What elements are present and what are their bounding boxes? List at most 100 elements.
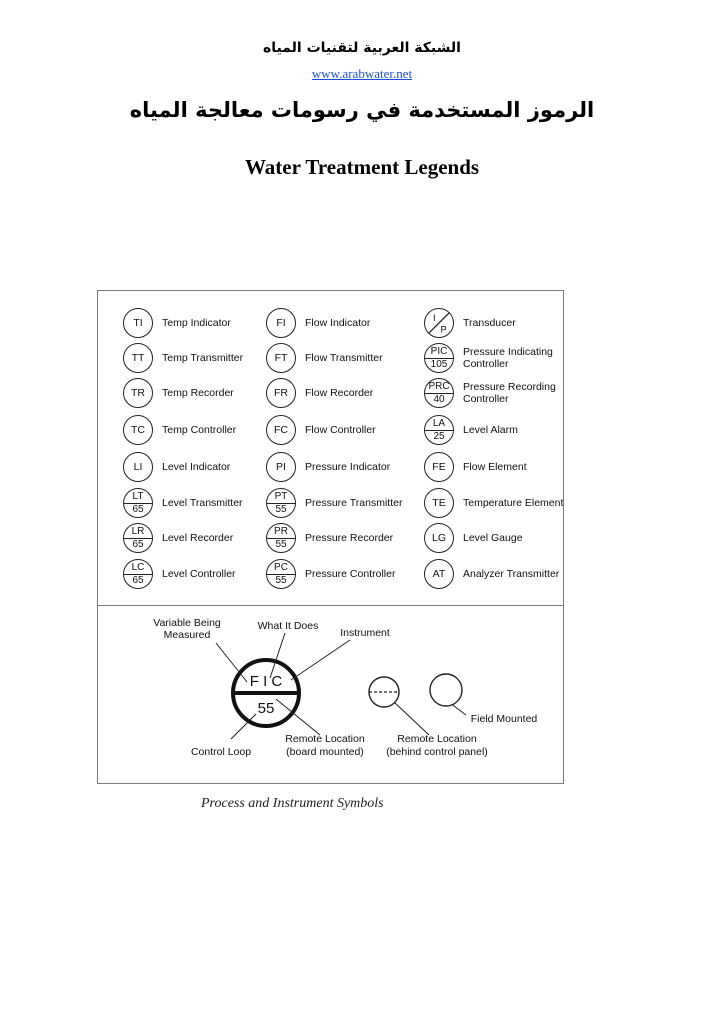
instrument-symbol: PC 55 bbox=[266, 559, 296, 589]
instrument-symbol: PI bbox=[266, 452, 296, 482]
symbol-code: FR bbox=[274, 387, 288, 399]
symbol-code: PI bbox=[276, 461, 286, 473]
instrument-symbol: TE bbox=[424, 488, 454, 518]
instrument-symbol: FI bbox=[266, 308, 296, 338]
instrument-symbol: TT bbox=[123, 343, 153, 373]
symbol-function: LR bbox=[131, 526, 145, 537]
legend-label: Level Recorder bbox=[162, 532, 234, 544]
label-instrument: Instrument bbox=[340, 627, 390, 639]
label-variable-line2: Measured bbox=[164, 629, 211, 641]
legend-label: Level Controller bbox=[162, 568, 236, 580]
legend-label: Pressure Recorder bbox=[305, 532, 394, 544]
label-control-loop: Control Loop bbox=[191, 746, 251, 758]
org-name: الشبكة العربية لتقنيات المياه bbox=[263, 40, 461, 56]
legend-label: Level Alarm bbox=[463, 424, 518, 436]
legend-item: PC 55 Pressure Controller bbox=[266, 559, 416, 593]
symbol-loop-number: 55 bbox=[275, 575, 287, 586]
legend-item: FT Flow Transmitter bbox=[266, 343, 416, 377]
legend-item: LC 65 Level Controller bbox=[123, 559, 273, 593]
symbol-code: FT bbox=[274, 352, 288, 364]
legend-label: Flow Recorder bbox=[305, 387, 374, 399]
symbol-loop-number: 55 bbox=[275, 539, 287, 550]
instrument-symbol: TC bbox=[123, 415, 153, 445]
instrument-symbol: AT bbox=[424, 559, 454, 589]
legend-label: Flow Controller bbox=[305, 424, 376, 436]
symbol-loop-number: 25 bbox=[433, 431, 445, 442]
legend-label: Temperature Element bbox=[463, 497, 564, 509]
legend-label: Flow Transmitter bbox=[305, 352, 383, 364]
legend-item: TE Temperature Element bbox=[424, 488, 574, 522]
symbol-loop-number: 40 bbox=[433, 394, 445, 405]
symbol-code: TE bbox=[432, 497, 446, 509]
symbol-code: TI bbox=[133, 317, 143, 329]
diagonal-line bbox=[427, 311, 451, 335]
symbol-function: LT bbox=[132, 491, 144, 502]
legend-label: Temp Recorder bbox=[162, 387, 234, 399]
field-mounted-symbol bbox=[429, 673, 463, 707]
symbol-function: LA bbox=[432, 418, 446, 429]
symbol-loop-number: 55 bbox=[275, 504, 287, 515]
main-bubble-loop-number: 55 bbox=[258, 700, 275, 717]
legend-label: Level Transmitter bbox=[162, 497, 243, 509]
site-link[interactable]: www.arabwater.net bbox=[311, 66, 413, 81]
symbol-function: LC bbox=[131, 562, 145, 573]
label-remote-board-line1: Remote Location bbox=[285, 733, 365, 745]
instrument-symbol: PR 55 bbox=[266, 523, 296, 553]
leader-remote-board bbox=[275, 698, 321, 736]
label-variable-line1: Variable Being bbox=[153, 617, 221, 629]
legend-label: Temp Transmitter bbox=[162, 352, 244, 364]
label-remote-panel-line2: (behind control panel) bbox=[386, 746, 488, 758]
legend-item: PR 55 Pressure Recorder bbox=[266, 523, 416, 557]
symbol-divider bbox=[267, 503, 295, 504]
legend-item: PI Pressure Indicator bbox=[266, 452, 416, 486]
instrument-symbol: FT bbox=[266, 343, 296, 373]
symbol-divider bbox=[124, 538, 152, 539]
main-bubble-function: F I C bbox=[250, 673, 283, 690]
instrument-symbol: LG bbox=[424, 523, 454, 553]
instrument-symbol: FE bbox=[424, 452, 454, 482]
symbol-divider bbox=[267, 538, 295, 539]
symbol-function: PRC bbox=[428, 381, 450, 392]
legend-label: Pressure Controller bbox=[305, 568, 396, 580]
symbol-code: TT bbox=[131, 352, 145, 364]
legend-item: FR Flow Recorder bbox=[266, 378, 416, 412]
symbol-code: TC bbox=[131, 424, 145, 436]
legend-item: TR Temp Recorder bbox=[123, 378, 273, 412]
instrument-symbol: FC bbox=[266, 415, 296, 445]
leader-remote-panel bbox=[394, 702, 430, 736]
transducer-output: P bbox=[441, 324, 447, 334]
label-field-mounted: Field Mounted bbox=[471, 713, 538, 725]
legend-label: Level Indicator bbox=[162, 461, 231, 473]
transducer-diagonal: IP bbox=[427, 311, 451, 335]
figure-divider bbox=[98, 605, 563, 606]
symbol-code: TR bbox=[131, 387, 145, 399]
symbol-loop-number: 65 bbox=[132, 575, 144, 586]
symbol-function: PR bbox=[274, 526, 288, 537]
label-remote-panel-line1: Remote Location bbox=[397, 733, 477, 745]
symbol-anatomy-diagram: F I C 55 Variable Being Measured What It… bbox=[153, 617, 538, 758]
page-title-arabic: الرموز المستخدمة في رسومات معالجة المياه bbox=[129, 98, 595, 122]
instrument-symbol: TI bbox=[123, 308, 153, 338]
legend-label: Pressure Indicator bbox=[305, 461, 391, 473]
symbol-function: PC bbox=[274, 562, 288, 573]
instrument-symbol: FR bbox=[266, 378, 296, 408]
symbol-divider bbox=[124, 574, 152, 575]
symbol-divider bbox=[425, 358, 453, 359]
legend-label: Flow Element bbox=[463, 461, 527, 473]
symbol-divider bbox=[124, 503, 152, 504]
legend-item: FE Flow Element bbox=[424, 452, 574, 486]
leader-variable bbox=[215, 642, 248, 683]
